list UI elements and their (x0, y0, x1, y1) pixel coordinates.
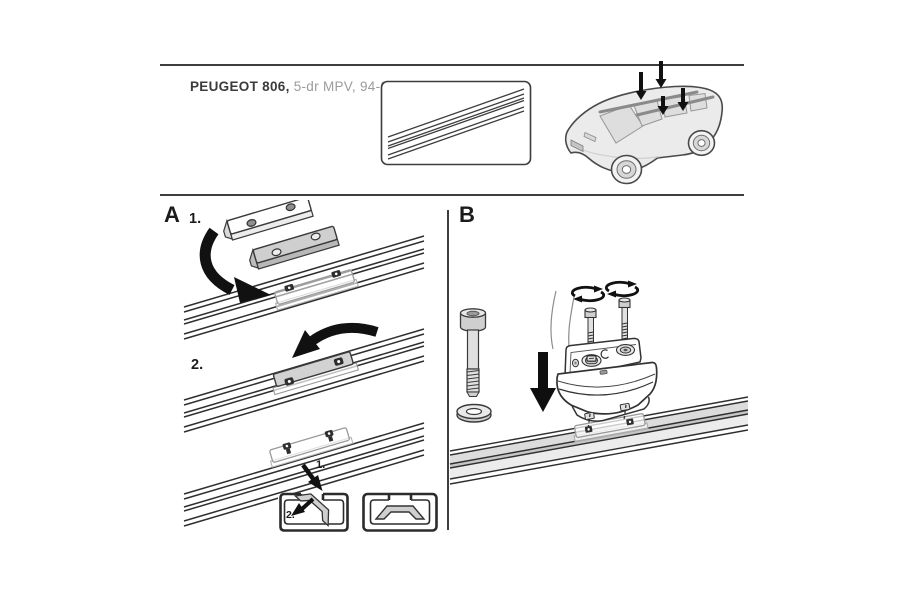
fixing-bolt-icon (459, 308, 487, 397)
section-a-illustration (183, 200, 438, 532)
section-a-label: A (164, 202, 180, 227)
inset-box-step-label: 2. (286, 509, 295, 521)
rubber-pad-top (223, 200, 314, 241)
inset-arrow-step-label: 1. (316, 459, 326, 471)
mount-point-arrow-icons (635, 61, 689, 115)
section-b-illustration (449, 280, 748, 485)
vehicle-variant: 5-dr MPV, 94-01 (293, 79, 397, 94)
curved-insert-arrow-icon (199, 227, 271, 303)
section-divider (447, 210, 449, 530)
roof-rails (598, 90, 715, 117)
channel-cross-section-insert (278, 492, 350, 532)
rotate-arrow-icon-right (604, 280, 640, 298)
top-rule (160, 64, 744, 66)
pad-on-rail-step1 (274, 269, 359, 311)
vehicle-title: PEUGEOT 806, 5-dr MPV, 94-01 (190, 79, 396, 94)
section-b-label: B (459, 202, 475, 227)
rubber-pad-bottom (249, 225, 340, 270)
bracket-seated (374, 505, 426, 520)
roof-rail-detail (183, 422, 425, 527)
pad-on-rail-detail (269, 427, 354, 468)
section-a-step2-label: 2. (191, 357, 204, 373)
alignment-dashed-lines (587, 404, 627, 430)
pad-on-rail-step2 (272, 351, 360, 396)
inset-pointer-arrow-icon (301, 463, 323, 491)
rail-profile-lines (387, 88, 525, 160)
rear-wheel (687, 129, 716, 157)
front-wheel (610, 154, 643, 185)
clamp-bolt-right-icon (618, 297, 631, 343)
clamp-bolt-left-icon (584, 307, 597, 348)
flip-arrow-icon (292, 322, 379, 358)
down-arrow-icon (530, 352, 556, 412)
pad-on-rail-b (573, 413, 649, 443)
rotate-arrow-icon-left (570, 285, 606, 303)
rail-profile-diagram (380, 80, 532, 166)
channel-cross-section-seated (362, 492, 438, 532)
foot-clamp-illustration (556, 337, 658, 422)
header-bottom-rule (160, 194, 744, 196)
vehicle-model: PEUGEOT 806, (190, 79, 290, 94)
car-grille (570, 139, 584, 153)
section-a-step1-label: 1. (189, 211, 202, 227)
washer-icon (456, 403, 492, 423)
car-illustration (564, 61, 724, 185)
car-headlight (583, 131, 597, 143)
